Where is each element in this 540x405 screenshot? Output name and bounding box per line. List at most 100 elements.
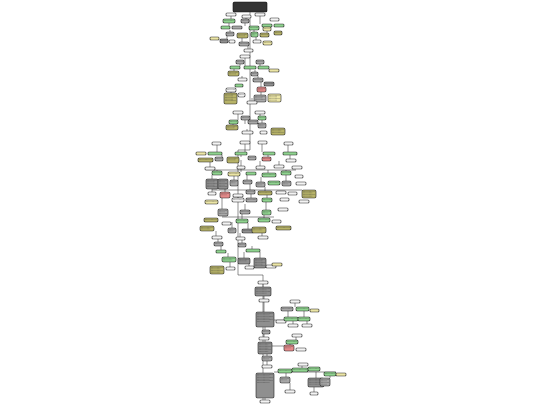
flowchart-node (257, 140, 268, 145)
flowchart-node (268, 68, 280, 73)
flowchart-node (245, 197, 258, 203)
flowchart-node (255, 372, 275, 399)
flowchart-node (263, 81, 275, 87)
flowchart-node (232, 110, 244, 115)
flowchart-node (241, 130, 254, 135)
flowchart-node (258, 298, 270, 303)
flowchart-node (257, 65, 270, 70)
flowchart-node (239, 54, 251, 59)
flowchart-node (273, 23, 285, 28)
flowchart-node (245, 189, 256, 195)
flowchart-node (255, 165, 266, 170)
flowchart-node (273, 164, 285, 169)
diagram-title-box (232, 1, 268, 13)
flowchart-node (211, 141, 222, 146)
flowchart-node (225, 12, 237, 17)
flowchart-node (301, 323, 313, 328)
flowchart-node (287, 323, 299, 328)
flowchart-node (297, 316, 311, 322)
flowchart-node (227, 70, 240, 77)
flowchart-node (219, 38, 229, 44)
flowchart-node (221, 221, 232, 226)
flowchart-node (270, 127, 286, 136)
flowchart-node (271, 262, 283, 267)
flowchart-node (282, 151, 298, 156)
flowchart-node (283, 316, 299, 322)
flowchart-node (237, 77, 248, 82)
flowchart-node (248, 25, 260, 31)
flowchart-node (277, 207, 289, 212)
flowchart-node (297, 362, 309, 367)
flowchart-node (213, 241, 224, 247)
flowchart-node (223, 92, 238, 105)
flowchart-node (291, 367, 309, 373)
flowchart-node (239, 140, 251, 145)
flowchart-node (238, 41, 250, 47)
flowchart-node (225, 31, 235, 37)
flowchart-node (204, 199, 219, 205)
flowchart-node (258, 336, 270, 341)
flowchart-node (283, 141, 294, 146)
flowchart-node (257, 280, 269, 285)
flowchart-node (309, 391, 319, 396)
flowchart-node (285, 158, 297, 163)
flowchart-node (335, 372, 347, 377)
flowchart-node (261, 197, 273, 203)
flowchart-node (197, 157, 214, 163)
flowchart-node (323, 371, 337, 377)
flowchart-node (225, 266, 236, 271)
flowchart-node (259, 130, 268, 135)
flowchart-node (243, 48, 254, 53)
flowchart-node (247, 119, 259, 125)
flowchart-node (203, 217, 219, 223)
flowchart-node (255, 181, 266, 188)
flowchart-node (243, 65, 257, 70)
flowchart-node (279, 197, 290, 202)
flowchart-node (217, 178, 229, 190)
flowchart-node (204, 166, 216, 171)
flowchart-node (247, 155, 257, 161)
flowchart-node (254, 12, 266, 17)
flowchart-node (287, 191, 298, 196)
flowchart-node (295, 181, 307, 186)
flowchart-node (280, 170, 292, 176)
flowchart-node (285, 339, 299, 345)
flowchart-node (291, 333, 303, 338)
flowchart-node (228, 39, 236, 44)
flowchart-node (261, 156, 272, 162)
flowchart-node (211, 235, 223, 240)
flowchart-node (262, 151, 276, 156)
flowchart-node (214, 156, 224, 162)
flowchart-node (281, 180, 292, 187)
flowchart-node (273, 30, 283, 36)
flowchart-node (261, 329, 271, 335)
flowchart-node (257, 122, 267, 129)
flowchart-node (235, 218, 249, 224)
flowchart-node (261, 23, 273, 28)
flowchart-node (307, 366, 321, 372)
flowchart-node (294, 174, 304, 179)
flowchart-node (232, 193, 244, 198)
flowchart-node (246, 100, 258, 105)
flowchart-node (229, 65, 241, 70)
flowchart-node (269, 17, 280, 22)
flowchart-node (245, 248, 261, 253)
flowchart-node (280, 306, 294, 312)
flowchart-node (250, 71, 259, 77)
flowchart-node (256, 86, 267, 93)
flowchart-node (275, 319, 287, 324)
flowchart-node (291, 165, 303, 170)
flowchart-node (255, 59, 265, 65)
flowchart-node (289, 299, 301, 304)
flowchart-node (295, 306, 310, 312)
flowchart-node (261, 364, 273, 369)
flowchart-node (237, 242, 247, 248)
flowchart-node (277, 368, 293, 374)
flowchart-node (262, 40, 273, 46)
flowchart-node (199, 225, 215, 232)
flowchart-node (275, 190, 287, 195)
flowchart-node (215, 249, 227, 254)
flowchart-node (261, 172, 277, 178)
flowchart-node (227, 171, 241, 177)
